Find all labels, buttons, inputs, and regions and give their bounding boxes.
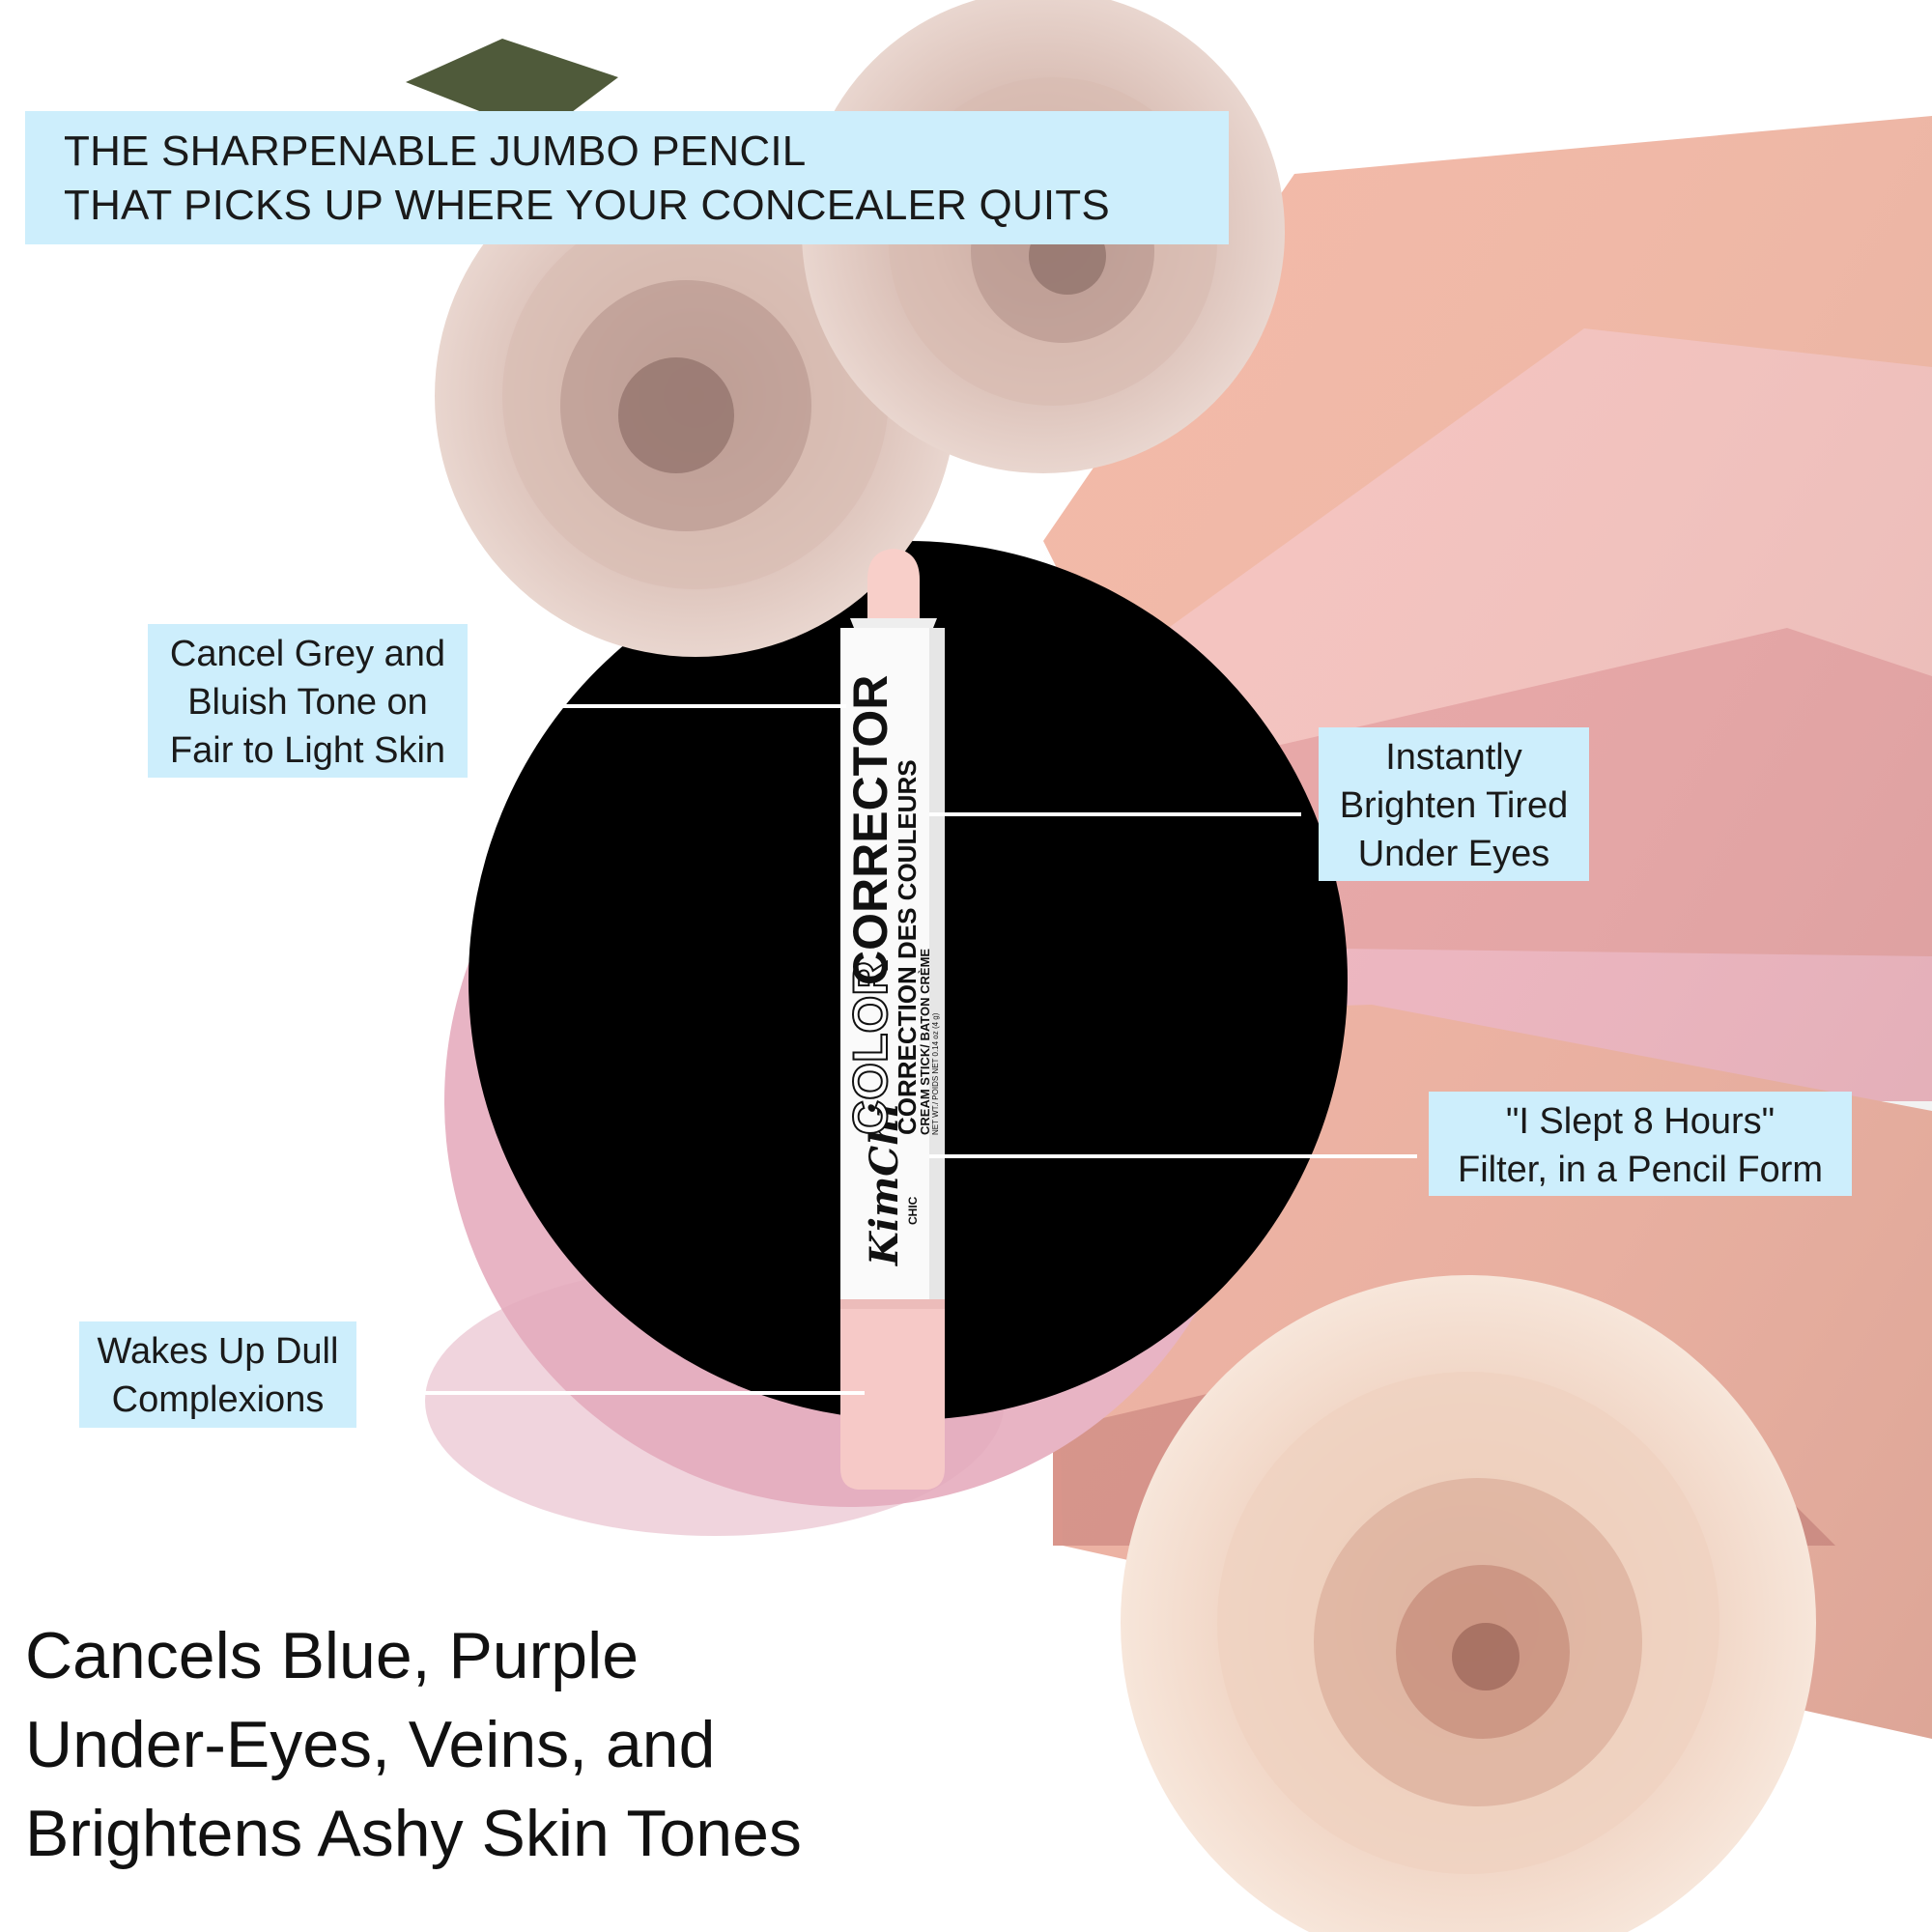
pencil-name-corrector: CORRECTOR	[843, 674, 897, 985]
callout-wakes-up-dull: Wakes Up Dull Complexions	[79, 1321, 356, 1428]
headline-line-2: THAT PICKS UP WHERE YOUR CONCEALER QUITS	[64, 182, 1110, 229]
corrector-pencil	[840, 549, 945, 1490]
pencil-name-color: COLOR	[842, 959, 898, 1136]
pencil-weight: NET WT./ POIDS NET 0.14 oz (4 g)	[931, 1012, 940, 1135]
pencil-type: CREAM STICK/ BATON CRÈME	[918, 948, 932, 1135]
callout-cancel-grey: Cancel Grey and Bluish Tone on Fair to L…	[148, 624, 468, 778]
callout-slept-8-hours: "I Slept 8 Hours" Filter, in a Pencil Fo…	[1429, 1092, 1852, 1196]
headline-line-1: THE SHARPENABLE JUMBO PENCIL	[64, 128, 807, 175]
rose-icon	[406, 39, 956, 657]
pencil-brand-sub: CHIC	[906, 1196, 920, 1225]
tagline: Cancels Blue, Purple Under-Eyes, Veins, …	[25, 1619, 802, 1870]
headline-banner: THE SHARPENABLE JUMBO PENCIL THAT PICKS …	[25, 111, 1229, 244]
callout-lines	[371, 704, 1417, 1395]
rose-icon	[1121, 1275, 1816, 1932]
callout-instantly-brighten: Instantly Brighten Tired Under Eyes	[1319, 727, 1589, 881]
